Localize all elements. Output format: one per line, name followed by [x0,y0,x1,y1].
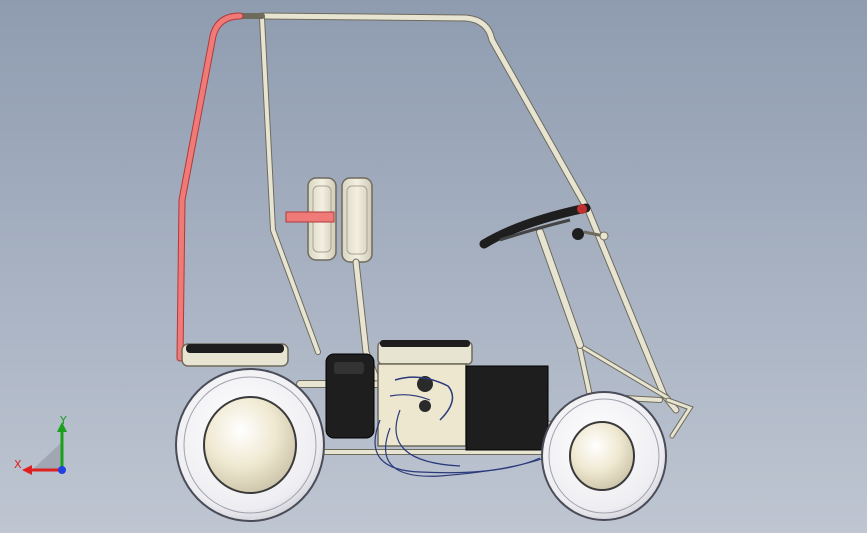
rear-seat-cushion[interactable] [181,343,289,367]
y-axis-label: Y [59,414,67,427]
highlighted-strap[interactable] [285,211,335,223]
z-axis-dot-icon [58,466,66,474]
steering-column[interactable] [536,228,584,349]
roll-cage [237,12,680,414]
battery-box[interactable] [465,365,549,451]
front-wheel[interactable] [541,391,667,521]
y-axis-arrow-icon [57,422,67,470]
seat-back-right[interactable] [341,177,373,263]
triad-plane-icon [32,442,62,470]
highlighted-rear-tube[interactable] [176,12,244,362]
x-axis-label: X [14,458,22,471]
rear-wheel[interactable] [175,368,325,522]
fuel-tank[interactable] [325,353,375,439]
x-axis-arrow-icon [22,465,62,475]
orientation-triad[interactable]: Y X [12,412,82,482]
engine-housing[interactable] [377,340,473,447]
wiring-harness [374,409,561,477]
steering-wheel[interactable] [479,203,609,249]
